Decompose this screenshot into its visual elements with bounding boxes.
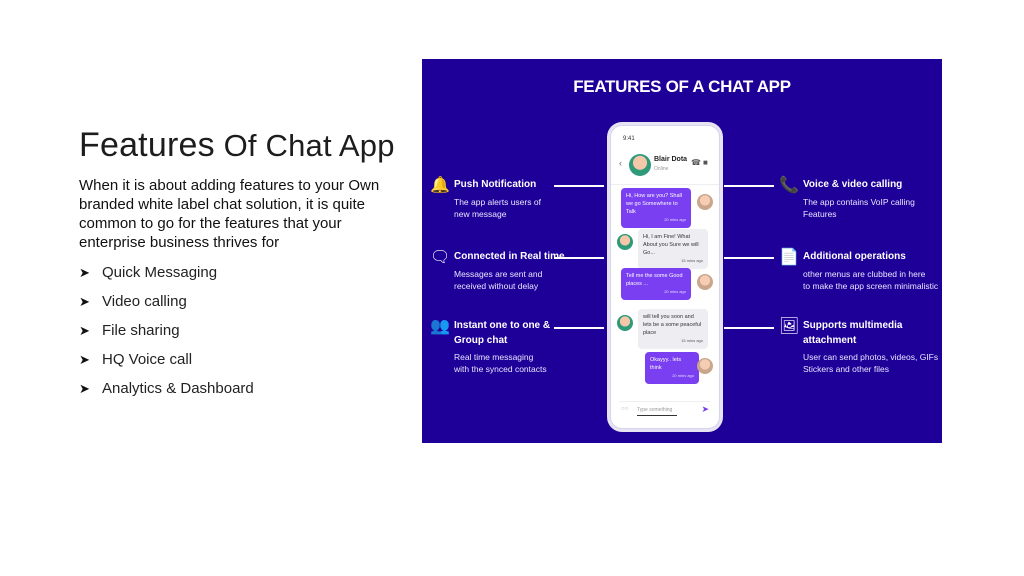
arrow-bullet-icon: ➤ bbox=[79, 381, 90, 397]
avatar bbox=[629, 154, 651, 176]
message-input-bar[interactable]: ○○ Type something ➤ bbox=[619, 401, 711, 418]
phone-icon: 📞 bbox=[779, 177, 799, 194]
group-icon: 👥 bbox=[430, 318, 450, 335]
title-part-1: Features bbox=[79, 126, 215, 164]
chat-message: Tell me the some Good places ... 20 mins … bbox=[621, 268, 691, 300]
feature-desc: Stickers and other files bbox=[803, 364, 889, 374]
connector-line bbox=[724, 185, 774, 187]
message-time: 20 mins ago bbox=[664, 217, 686, 222]
feature-desc: with the synced contacts bbox=[454, 364, 547, 374]
feature-desc: Messages are sent and bbox=[454, 269, 543, 279]
emoji-icon[interactable]: ○○ bbox=[621, 406, 629, 412]
chat-message: Okayyy.. lets think 20 mins ago bbox=[645, 352, 699, 384]
feature-desc: User can send photos, videos, GIFs bbox=[803, 352, 939, 362]
feature-title: Additional operations bbox=[803, 251, 906, 262]
arrow-bullet-icon: ➤ bbox=[79, 293, 90, 309]
slide-title: Features Of Chat App bbox=[79, 126, 395, 165]
send-icon[interactable]: ➤ bbox=[701, 404, 709, 414]
connector-line bbox=[554, 185, 604, 187]
feature-title: Voice & video calling bbox=[803, 179, 903, 190]
bullet-label: HQ Voice call bbox=[102, 351, 193, 369]
feature-title: Push Notification bbox=[454, 179, 537, 190]
infographic-title: FEATURES OF A CHAT APP bbox=[573, 77, 791, 96]
bullet-label: Video calling bbox=[102, 292, 187, 310]
message-text: Tell me the some Good places ... bbox=[626, 273, 683, 287]
chat-message: Hi, How are you? Shall we go Somewhere t… bbox=[621, 188, 691, 228]
feature-desc: received without delay bbox=[454, 281, 539, 291]
bullet-label: File sharing bbox=[102, 321, 180, 339]
feature-desc: new message bbox=[454, 209, 507, 219]
message-time: 20 mins ago bbox=[672, 373, 694, 378]
feature-title: Instant one to one & bbox=[454, 320, 551, 331]
feature-desc: Real time messaging bbox=[454, 352, 534, 362]
feature-bullet-list: ➤ Quick Messaging ➤ Video calling ➤ File sh… bbox=[79, 258, 254, 404]
chat-icon: 🗨 bbox=[430, 249, 451, 266]
bullet-item: ➤ Quick Messaging bbox=[79, 258, 254, 287]
feature-desc: The app contains VoIP calling bbox=[803, 197, 915, 207]
arrow-bullet-icon: ➤ bbox=[79, 264, 90, 280]
bullet-item: ➤ Video calling bbox=[79, 287, 254, 316]
bullet-label: Quick Messaging bbox=[102, 263, 218, 281]
avatar bbox=[697, 274, 713, 290]
features-infographic: FEATURES OF A CHAT APP 🔔 Push Notificati… bbox=[422, 59, 942, 443]
input-underline bbox=[637, 415, 677, 416]
intro-text: When it is about adding features to your… bbox=[79, 177, 380, 251]
contact-status: Online bbox=[654, 166, 669, 172]
connector-line bbox=[724, 257, 774, 259]
document-icon: 📄 bbox=[779, 249, 799, 266]
back-icon: ‹ bbox=[619, 158, 622, 168]
arrow-bullet-icon: ➤ bbox=[79, 322, 90, 338]
avatar bbox=[617, 234, 633, 250]
message-text: will tell you soon and lets be a some pe… bbox=[643, 314, 702, 336]
feature-desc: to make the app screen minimalistic bbox=[803, 281, 939, 291]
feature-desc: Features bbox=[803, 209, 837, 219]
bell-icon: 🔔 bbox=[430, 177, 450, 194]
chat-header: ‹ Blair Dota Online ☎ ■ bbox=[611, 148, 719, 185]
message-time: 15 mins ago bbox=[681, 258, 703, 263]
feature-title: Supports multimedia bbox=[803, 320, 903, 331]
connector-line bbox=[554, 257, 604, 259]
bullet-item: ➤ Analytics & Dashboard bbox=[79, 375, 254, 404]
bullet-label: Analytics & Dashboard bbox=[102, 380, 254, 398]
feature-title: Connected in Real time bbox=[454, 251, 565, 262]
message-input-placeholder: Type something bbox=[637, 407, 673, 413]
connector-line bbox=[554, 327, 604, 329]
video-icon: ■ bbox=[703, 158, 708, 167]
image-icon: 🖼 bbox=[779, 318, 800, 335]
title-part-2: Of Chat App bbox=[214, 128, 395, 163]
feature-title: Group chat bbox=[454, 335, 508, 346]
feature-desc: The app alerts users of bbox=[454, 197, 541, 207]
message-text: Hi, How are you? Shall we go Somewhere t… bbox=[626, 193, 682, 215]
chat-message: will tell you soon and lets be a some pe… bbox=[638, 309, 708, 349]
message-text: Hi, I am Fine! What About you Sure we wi… bbox=[643, 234, 699, 256]
feature-title: attachment bbox=[803, 335, 857, 346]
bullet-item: ➤ File sharing bbox=[79, 316, 254, 345]
chat-message: Hi, I am Fine! What About you Sure we wi… bbox=[638, 229, 708, 269]
feature-desc: other menus are clubbed in here bbox=[803, 269, 926, 279]
connector-line bbox=[724, 327, 774, 329]
message-text: Okayyy.. lets think bbox=[650, 357, 682, 371]
contact-name: Blair Dota bbox=[654, 156, 688, 163]
call-icon: ☎ bbox=[691, 158, 701, 167]
message-time: 15 mins ago bbox=[681, 338, 703, 343]
status-time: 9:41 bbox=[623, 136, 635, 142]
message-time: 20 mins ago bbox=[664, 289, 686, 294]
avatar bbox=[617, 315, 633, 331]
arrow-bullet-icon: ➤ bbox=[79, 352, 90, 368]
avatar bbox=[697, 194, 713, 210]
phone-mockup: 9:41 ‹ Blair Dota Online ☎ ■ Hi, How are… bbox=[610, 125, 720, 429]
bullet-item: ➤ HQ Voice call bbox=[79, 346, 254, 375]
avatar bbox=[697, 358, 713, 374]
